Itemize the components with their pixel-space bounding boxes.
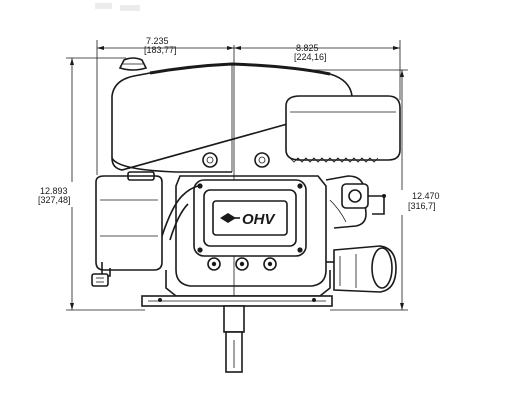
fuel-line (161, 185, 199, 237)
total-height-dimension-mm: [327,48] (38, 195, 71, 205)
cylinder-block (175, 175, 327, 287)
right-width-dimension-in: 8.825 (296, 43, 319, 53)
cylinder-bosses (207, 257, 277, 271)
crankshaft (223, 305, 245, 373)
scan-ghost (95, 3, 140, 11)
muffler (326, 245, 397, 293)
lift-lugs (202, 152, 270, 168)
left-width-dimension-in: 7.235 (146, 36, 169, 46)
body-height-dimension-in: 12.470 (412, 191, 440, 201)
engine-body: OHV (91, 57, 401, 373)
valve-cover: OHV (193, 179, 307, 257)
fuel-tank (95, 171, 163, 271)
serrated-edge (289, 157, 379, 163)
carburetor-linkage (325, 175, 386, 229)
right-width-dimension-mm: [224,16] (294, 52, 327, 62)
mounting-flange (141, 295, 333, 307)
crankcase (165, 270, 331, 297)
left-width-dimension-mm: [183,77] (144, 45, 177, 55)
wire-connector (91, 262, 111, 287)
body-height-dimension-mm: [316,7] (408, 201, 436, 211)
ohv-logo-text: OHV (242, 211, 277, 228)
total-height-dimension-in: 12.893 (40, 186, 68, 196)
air-cleaner-housing (285, 95, 401, 161)
